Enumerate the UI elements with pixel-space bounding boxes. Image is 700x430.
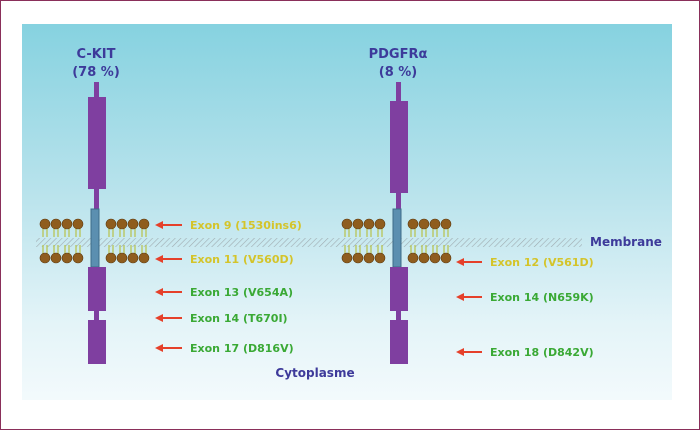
- receptor-title-pdgfra: PDGFRα: [369, 47, 428, 62]
- arrow-icon: [155, 255, 182, 263]
- lipid-head: [352, 252, 364, 264]
- lipid-head: [440, 252, 452, 264]
- ckit-kinase-domain-1: [88, 267, 106, 311]
- lipid-head: [50, 218, 62, 230]
- ckit-kinase-insert: [94, 311, 99, 320]
- exon-label-ckit-1: Exon 9 (1530ins6): [190, 219, 302, 232]
- lipid-head: [39, 252, 51, 264]
- exon-label-ckit-5: Exon 17 (D816V): [190, 342, 294, 355]
- ckit-juxta-stem: [94, 189, 99, 209]
- lipid-head: [127, 252, 139, 264]
- arrow-icon: [456, 293, 482, 301]
- lipid-head: [429, 218, 441, 230]
- lipid-head: [72, 218, 84, 230]
- lipid-head: [50, 252, 62, 264]
- pdgfra-kinase-domain-2: [390, 320, 408, 364]
- lipid-head: [341, 218, 353, 230]
- exon-label-pdgfra-2: Exon 14 (N659K): [490, 291, 594, 304]
- lipid-head: [407, 218, 419, 230]
- arrow-icon: [155, 314, 182, 322]
- lipid-head: [352, 218, 364, 230]
- lipid-head: [72, 252, 84, 264]
- receptor-title-ckit: C-KIT: [76, 47, 115, 62]
- membrane-label: Membrane: [590, 235, 662, 249]
- pdgfra-stem-top: [396, 82, 401, 102]
- cytoplasme-label: Cytoplasme: [275, 366, 354, 380]
- lipid-head: [61, 252, 73, 264]
- arrow-icon: [456, 258, 482, 266]
- ckit-kinase-domain-2: [88, 320, 106, 364]
- receptor-pdgfra: [390, 82, 408, 364]
- pdgfra-exon-annotations: Exon 12 (V561D) Exon 14 (N659K) Exon 18 …: [456, 256, 594, 359]
- lipid-head: [374, 252, 386, 264]
- exon-label-pdgfra-3: Exon 18 (D842V): [490, 346, 594, 359]
- lipid-head: [105, 252, 117, 264]
- pdgfra-kinase-insert: [396, 311, 401, 320]
- lipid-head: [127, 218, 139, 230]
- arrow-icon: [456, 348, 482, 356]
- exon-label-ckit-3: Exon 13 (V654A): [190, 286, 293, 299]
- exon-label-ckit-2: Exon 11 (V560D): [190, 253, 294, 266]
- lipid-head: [363, 252, 375, 264]
- receptor-percent-ckit: (78 %): [72, 65, 120, 80]
- lipid-head: [61, 218, 73, 230]
- lipid-head: [363, 218, 375, 230]
- arrow-icon: [155, 288, 182, 296]
- receptor-percent-pdgfra: (8 %): [379, 65, 417, 80]
- lipid-head: [116, 252, 128, 264]
- diagram-background: [22, 24, 672, 400]
- lipid-head: [440, 218, 452, 230]
- ckit-transmembrane-helix: [90, 208, 100, 268]
- ckit-exon-annotations: Exon 9 (1530ins6) Exon 11 (V560D) Exon 1…: [155, 219, 302, 355]
- exon-label-pdgfra-1: Exon 12 (V561D): [490, 256, 594, 269]
- lipid-head: [418, 218, 430, 230]
- lipid-head: [138, 252, 150, 264]
- membrane-band: [36, 238, 582, 247]
- ckit-stem-top: [94, 82, 99, 98]
- pdgfra-transmembrane-helix: [392, 208, 402, 268]
- arrow-icon: [155, 344, 182, 352]
- lipid-head: [105, 218, 117, 230]
- lipid-head: [418, 252, 430, 264]
- ckit-extracellular-domain: [88, 97, 106, 189]
- lipid-bilayer-pdgfra: [341, 218, 452, 264]
- lipid-head: [39, 218, 51, 230]
- lipid-bilayer-ckit: [39, 218, 150, 264]
- lipid-head: [341, 252, 353, 264]
- receptor-ckit: [88, 82, 106, 364]
- exon-label-ckit-4: Exon 14 (T670I): [190, 312, 288, 325]
- pdgfra-extracellular-domain: [390, 101, 408, 193]
- lipid-head: [116, 218, 128, 230]
- lipid-head: [138, 218, 150, 230]
- lipid-head: [429, 252, 441, 264]
- pdgfra-juxta-stem: [396, 193, 401, 209]
- lipid-head: [407, 252, 419, 264]
- pdgfra-kinase-domain-1: [390, 267, 408, 311]
- lipid-head: [374, 218, 386, 230]
- arrow-icon: [155, 221, 182, 229]
